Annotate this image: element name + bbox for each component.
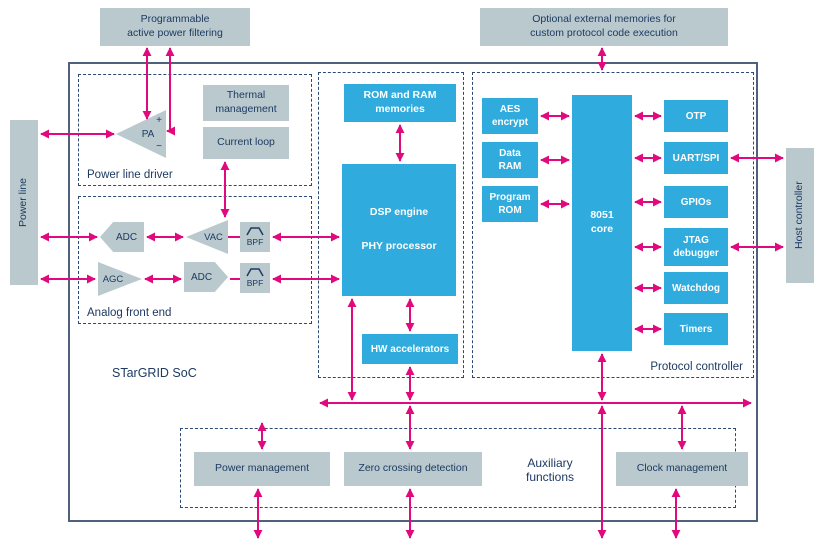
protocol-controller-label: Protocol controller [650, 361, 743, 373]
current-loop-box: Current loop [203, 127, 289, 159]
phy-region [318, 72, 464, 378]
timers-box: Timers [664, 313, 728, 345]
power-line-box: Power line [10, 120, 38, 285]
analog-front-end-label: Analog front end [87, 307, 172, 319]
bpf-top-label: BPF [246, 237, 264, 248]
host-controller-box: Host controller [786, 148, 814, 283]
program-rom-box: Program ROM [482, 186, 538, 222]
minus-sign: − [156, 141, 162, 152]
bpf-top-box: BPF [240, 222, 270, 252]
power-line-driver-label: Power line driver [87, 169, 173, 181]
hw-accelerators-box: HW accelerators [362, 334, 458, 364]
soc-title: STarGRID SoC [112, 366, 197, 380]
jtag-debugger-box: JTAG debugger [664, 228, 728, 266]
bandpass-filter-icon [246, 227, 264, 236]
pa-label: PA [141, 128, 155, 140]
aes-encrypt-box: AES encrypt [482, 98, 538, 134]
power-management-box: Power management [194, 452, 330, 486]
bpf-bottom-label: BPF [246, 278, 264, 289]
plus-sign: + [156, 115, 162, 126]
protocol-controller-region: Protocol controller [472, 72, 754, 378]
dsp-phy-processor-box: DSP engine PHY processor [342, 164, 456, 296]
phy-processor-label: PHY processor [361, 240, 437, 252]
optional-external-memories-box: Optional external memories for custom pr… [480, 8, 728, 46]
thermal-management-box: Thermal management [203, 85, 289, 121]
zero-crossing-detection-box: Zero crossing detection [344, 452, 482, 486]
clock-management-box: Clock management [616, 452, 748, 486]
analog-front-end-region: Analog front end [78, 196, 312, 324]
auxiliary-functions-label: Auxiliary functions [525, 456, 575, 484]
watchdog-box: Watchdog [664, 272, 728, 304]
dsp-engine-label: DSP engine [369, 206, 429, 219]
gpios-box: GPIOs [664, 186, 728, 218]
data-ram-box: Data RAM [482, 142, 538, 178]
bpf-bottom-box: BPF [240, 263, 270, 293]
otp-box: OTP [664, 100, 728, 132]
uart-spi-box: UART/SPI [664, 142, 728, 174]
rom-ram-memories-box: ROM and RAM memories [344, 84, 456, 122]
core-8051-box: 8051 core [572, 95, 632, 351]
programmable-power-filtering-box: Programmable active power filtering [100, 8, 250, 46]
bandpass-filter-icon [246, 268, 264, 277]
